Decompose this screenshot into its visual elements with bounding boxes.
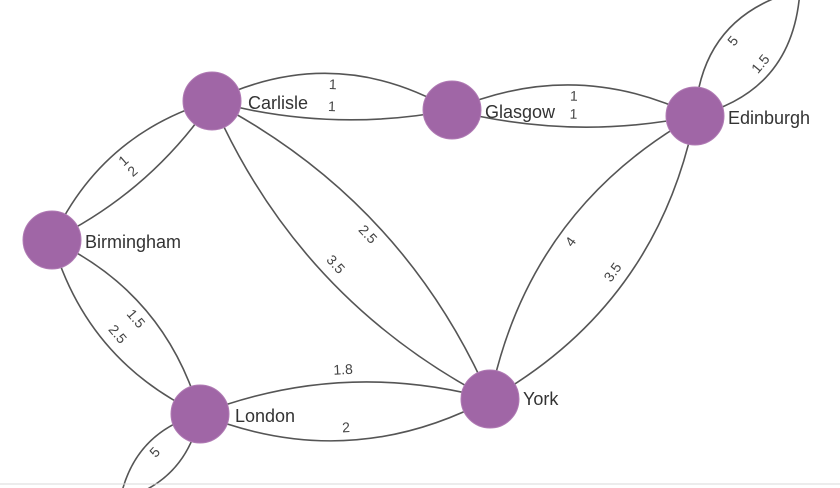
edge-weight-birmingham-london: 2.5 [105,321,130,346]
edge-glasgow-edinburgh [451,109,696,128]
edge-weight-glasgow-edinburgh: 1 [569,106,577,122]
edge-edinburgh-york [489,115,696,400]
edge-carlisle-york [211,100,491,400]
node-label-edinburgh: Edinburgh [728,108,810,128]
edge-weight-edinburgh-offscreen-north: 5 [724,32,741,48]
edge-weight-london-offscreen-south: 5 [146,444,163,461]
nodes-layer: Carlisle Glasgow EdinburghBirminghamLondon… [22,71,810,444]
node-york: York [460,369,559,429]
node-glasgow: Glasgow [422,80,556,140]
node-circle-york [460,369,520,429]
edge-weight-edinburgh-york: 3.5 [600,259,625,284]
edge-weight-edinburgh-offscreen-north: 1.5 [748,51,773,76]
edge-weight-london-york: 2 [342,419,351,435]
node-carlisle: Carlisle [182,71,308,131]
node-edinburgh: Edinburgh [665,86,810,146]
edge-weight-birmingham-carlisle: 2 [124,162,141,179]
node-birmingham: Birmingham [22,210,181,270]
edge-weight-carlisle-york: 3.5 [323,252,348,277]
node-circle-london [170,384,230,444]
node-london: London [170,384,295,444]
node-label-glasgow: Glasgow [485,102,556,122]
node-label-york: York [523,389,559,409]
edge-weight-london-york: 1.8 [333,361,353,378]
edge-weight-edinburgh-york: 4 [562,233,580,249]
edge-carlisle-york [211,100,491,400]
edge-carlisle-glasgow [211,100,453,121]
edge-london-york [199,381,491,415]
edge-birmingham-london [51,239,201,415]
edge-edinburgh-york [489,115,696,400]
node-circle-birmingham [22,210,82,270]
edge-weight-glasgow-edinburgh: 1 [570,88,578,104]
edge-weight-carlisle-glasgow: 1 [329,76,338,92]
node-circle-carlisle [182,71,242,131]
node-circle-glasgow [422,80,482,140]
edge-birmingham-london [51,239,201,415]
edge-weight-carlisle-glasgow: 1 [328,98,337,114]
edge-london-york [199,398,491,442]
node-label-london: London [235,406,295,426]
node-circle-edinburgh [665,86,725,146]
edge-carlisle-glasgow [211,72,453,111]
node-label-carlisle: Carlisle [248,93,308,113]
node-label-birmingham: Birmingham [85,232,181,252]
edge-glasgow-edinburgh [451,84,696,117]
